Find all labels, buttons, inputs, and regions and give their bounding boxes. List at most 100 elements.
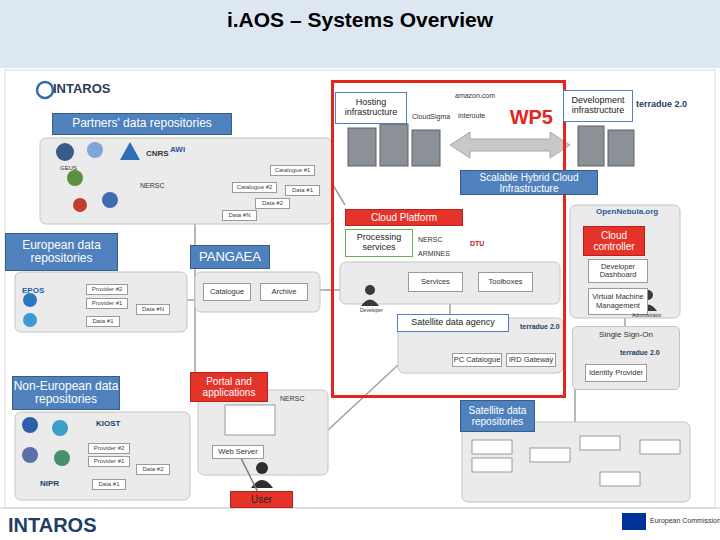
partner-logo: [67, 170, 83, 186]
agency-container: [398, 318, 563, 373]
logo-mark: [37, 82, 53, 98]
store-box: [640, 440, 680, 454]
satellite-callout: Satellite data repositories: [460, 400, 535, 432]
logo-label: terradue 2.0: [636, 100, 687, 110]
dashboard-box: Developer Dashboard: [588, 259, 648, 283]
partners-container: [40, 138, 332, 224]
development-callout: Development infrastructure: [563, 90, 633, 122]
repository-callout: Partners' data repositories: [52, 113, 232, 135]
server-rack: [348, 128, 376, 166]
logo-label: AWI: [170, 146, 185, 155]
catalogue-box: PC Catalogue: [452, 353, 502, 367]
header-band: [0, 0, 720, 68]
person-body: [361, 300, 379, 307]
logo-label: NERSC: [418, 236, 443, 244]
wp5-region: WP5 Hosting infrastructureCloud PlatformP…: [331, 80, 566, 398]
gateway-box: IRD Gateway: [506, 353, 556, 367]
store-box: [472, 440, 512, 454]
satellite-repos-container: [462, 422, 690, 502]
node-text: Non-European data repositories: [13, 380, 119, 406]
data-box: Data #1: [86, 316, 120, 327]
double-arrow: [450, 132, 570, 158]
noneu-logo: [22, 447, 38, 463]
eu-logo: [23, 293, 37, 307]
webserver-box: Web Server: [212, 445, 264, 459]
node-text: Data #N: [142, 306, 164, 313]
toolbox-box: Toolboxes: [478, 272, 533, 292]
node-text: Catalogue: [210, 288, 244, 296]
node-text: Toolboxes: [489, 278, 523, 286]
hosting-callout: Hosting infrastructure: [335, 92, 407, 124]
logo-label: GEUS: [60, 165, 77, 172]
logo-label: KIOST: [96, 420, 120, 429]
node-text: IRD Gateway: [509, 356, 554, 364]
node-text: Catalogue #2: [237, 184, 273, 191]
node-text: Provider #1: [92, 300, 123, 307]
node-text: Data #N: [228, 212, 250, 219]
logo-label: NIPR: [40, 480, 59, 489]
node-text: Provider #2: [94, 445, 125, 452]
pangaea-container: [195, 272, 320, 312]
user-callout: User: [230, 491, 293, 508]
identity-box: Identity Provider: [585, 364, 647, 382]
link-line: [320, 289, 340, 291]
node-text: Cloud controller: [584, 230, 644, 252]
node-text: Scalable Hybrid Cloud Infrastructure: [461, 172, 597, 194]
logo-label: Administrator: [632, 313, 661, 319]
portal-callout: Portal and applications: [190, 372, 268, 402]
repository-callout: Non-European data repositories: [12, 376, 120, 410]
archive-box: Archive: [260, 283, 308, 301]
partner-logo: [56, 143, 74, 161]
logo-label: ARMINES: [418, 250, 450, 258]
person-head: [365, 285, 375, 295]
link-line: [187, 299, 195, 301]
provider-box: Provider #1: [88, 456, 130, 467]
logo-label: terradue 2.0: [620, 349, 660, 357]
user-body: [251, 480, 273, 488]
node-text: Hosting infrastructure: [336, 98, 406, 118]
server-rack: [608, 130, 634, 166]
pangaea-callout: PANGAEA: [190, 245, 270, 269]
server-rack: [578, 126, 604, 166]
user-head: [256, 462, 268, 474]
node-text: Partners' data repositories: [72, 117, 212, 130]
cloud-band: Scalable Hybrid Cloud Infrastructure: [460, 170, 598, 195]
logo-label: INTAROS: [53, 82, 111, 96]
node-text: Web Server: [218, 448, 257, 456]
node-text: Development infrastructure: [564, 96, 632, 116]
node-text: WP5: [510, 106, 553, 128]
logo-label: terradue 2.0: [520, 323, 560, 331]
catalogue-box: Catalogue #2: [232, 182, 277, 193]
store-box: [472, 458, 512, 472]
logo-label: interoute: [458, 112, 485, 120]
logo-label: DTU: [470, 240, 484, 248]
link-line: [624, 318, 626, 326]
node-text: Developer Dashboard: [589, 263, 647, 280]
node-text: PANGAEA: [199, 250, 261, 264]
node-text: Data #1: [292, 187, 313, 194]
node-text: Satellite data agency: [411, 318, 495, 328]
node-text: Data #1: [92, 318, 113, 325]
data-box: Data #N: [222, 210, 257, 221]
node-text: Cloud Platform: [371, 212, 437, 223]
data-box: Data #2: [255, 198, 290, 209]
noneu-logo: [52, 420, 68, 436]
node-text: Services: [421, 278, 450, 286]
provider-box: Provider #1: [86, 298, 128, 309]
node-text: Provider #2: [92, 286, 123, 293]
portal-container: [198, 390, 328, 475]
noneu-logo: [54, 450, 70, 466]
eu-flag: [622, 513, 646, 530]
store-box: [600, 472, 640, 486]
sso-container: Single Sign-OnIdentity Provider: [572, 326, 680, 390]
logo-label: Developer: [360, 308, 383, 314]
node-text: Processing services: [346, 233, 412, 253]
provider-box: Provider #2: [86, 284, 128, 295]
partner-logo: [87, 142, 103, 158]
node-text: Provider #1: [94, 458, 125, 465]
platform-callout: Cloud Platform: [345, 209, 463, 226]
node-text: User: [251, 494, 272, 505]
diagram-frame: [5, 70, 715, 508]
server-rack: [380, 124, 408, 166]
node-text: Virtual Machine Management: [589, 293, 647, 310]
